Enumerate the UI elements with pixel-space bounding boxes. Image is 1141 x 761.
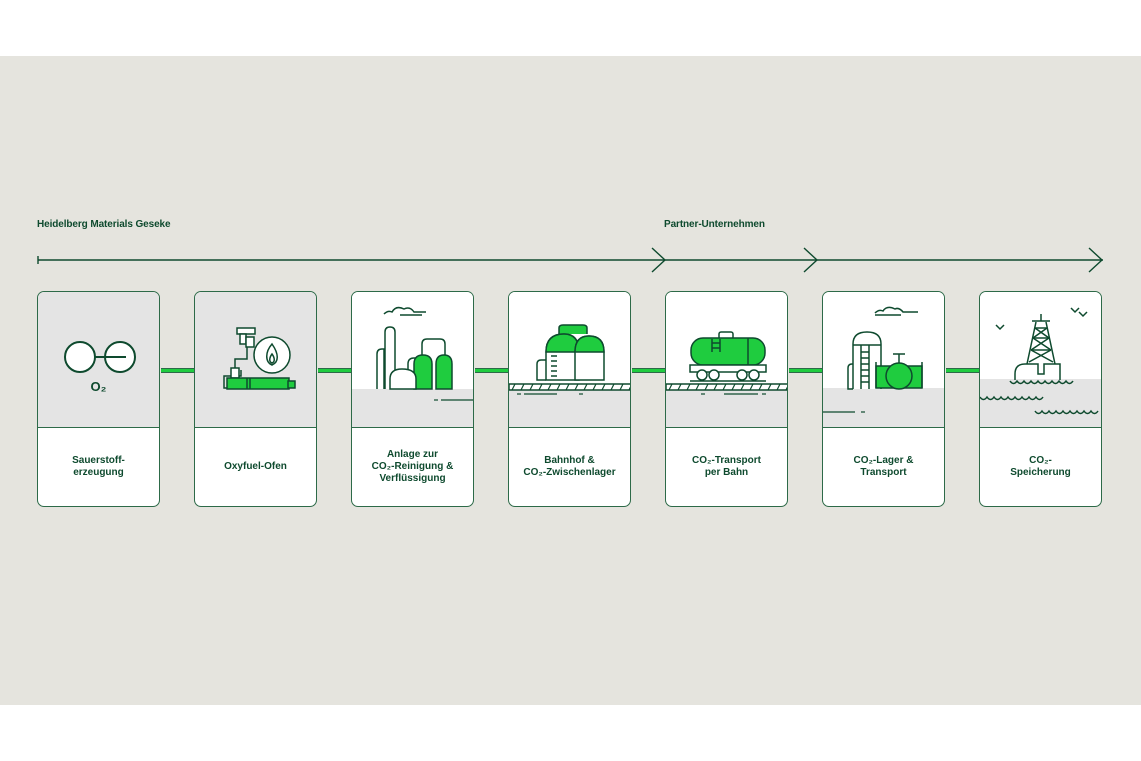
step-card-storage-transport: CO₂-Lager & Transport <box>822 291 945 507</box>
rail-tie <box>776 383 781 391</box>
rail-tie <box>565 383 570 391</box>
card-illustration <box>509 292 630 428</box>
storage-silo-icon <box>823 306 923 413</box>
rail-tie <box>628 386 630 391</box>
rail-tie <box>731 383 736 391</box>
card-illustration <box>195 292 316 428</box>
step-label: Bahnhof & CO₂-Zwischenlager <box>523 455 616 478</box>
oxygen-formula: O₂ <box>90 379 107 394</box>
rail-tie <box>758 383 763 391</box>
oxyfuel-kiln-icon <box>223 327 296 390</box>
card-illustration <box>980 292 1101 428</box>
rail-tie <box>785 386 787 391</box>
rail-tie <box>749 383 754 391</box>
wave <box>1034 409 1099 415</box>
chevron-right-icon <box>651 247 667 273</box>
step-card-purification: Anlage zur CO₂-Reinigung & Verflüssigung <box>351 291 474 507</box>
rail-tie <box>574 383 579 391</box>
step-card-co2-storage: CO₂- Speicherung <box>979 291 1102 507</box>
rail-tie <box>722 383 727 391</box>
offshore-rig-icon <box>980 307 1099 415</box>
rail-tie <box>677 383 682 391</box>
rail-tie <box>767 383 772 391</box>
rail-tie <box>592 383 597 391</box>
rail-tie <box>547 383 552 391</box>
oxygen-molecule-icon <box>64 341 136 373</box>
connector-line <box>789 368 823 373</box>
rail-tie <box>529 383 534 391</box>
rail-tie <box>740 383 745 391</box>
rail-tie <box>610 383 615 391</box>
rail-tie <box>556 383 561 391</box>
card-illustration: O₂ <box>38 292 159 428</box>
rail-tie <box>668 383 673 391</box>
rail-tie <box>538 383 543 391</box>
rail-tie <box>713 383 718 391</box>
step-label: CO₂-Lager & Transport <box>853 455 914 478</box>
rail-tie <box>695 383 700 391</box>
connector-line <box>632 368 666 373</box>
rail-tie <box>704 383 709 391</box>
connector-line <box>946 368 980 373</box>
rail-tie <box>601 383 606 391</box>
chevron-right-icon <box>803 247 819 273</box>
step-label: CO₂-Transport per Bahn <box>692 455 761 478</box>
rail-tie <box>583 383 588 391</box>
rail-tie <box>520 383 525 391</box>
connector-line <box>318 368 352 373</box>
step-card-oxyfuel: Oxyfuel-Ofen <box>194 291 317 507</box>
step-card-station: Bahnhof & CO₂-Zwischenlager <box>508 291 631 507</box>
rail-tie <box>686 383 691 391</box>
step-card-rail-transport: CO₂-Transport per Bahn <box>665 291 788 507</box>
connector-line <box>475 368 509 373</box>
rail-tie <box>619 383 624 391</box>
storage-tanks-icon <box>509 292 630 395</box>
wave <box>980 395 1044 401</box>
step-card-oxygen: O₂ Sauerstoff- erzeugung <box>37 291 160 507</box>
card-illustration <box>352 292 473 428</box>
step-label: Anlage zur CO₂-Reinigung & Verflüssigung <box>371 449 454 484</box>
section-label-partner: Partner-Unternehmen <box>664 219 765 230</box>
purification-plant-icon <box>376 306 473 401</box>
card-illustration <box>666 292 787 428</box>
rail-tie <box>511 383 516 391</box>
step-label: Oxyfuel-Ofen <box>224 461 287 472</box>
card-illustration <box>823 292 944 428</box>
wave <box>1009 379 1074 385</box>
step-label: CO₂- Speicherung <box>1010 455 1071 478</box>
tank-wagon-icon <box>666 292 787 395</box>
step-label: Sauerstoff- erzeugung <box>72 455 125 478</box>
connector-line <box>161 368 195 373</box>
arrow-head-icon <box>1088 247 1104 273</box>
section-label-heidelberg: Heidelberg Materials Geseke <box>37 219 171 230</box>
